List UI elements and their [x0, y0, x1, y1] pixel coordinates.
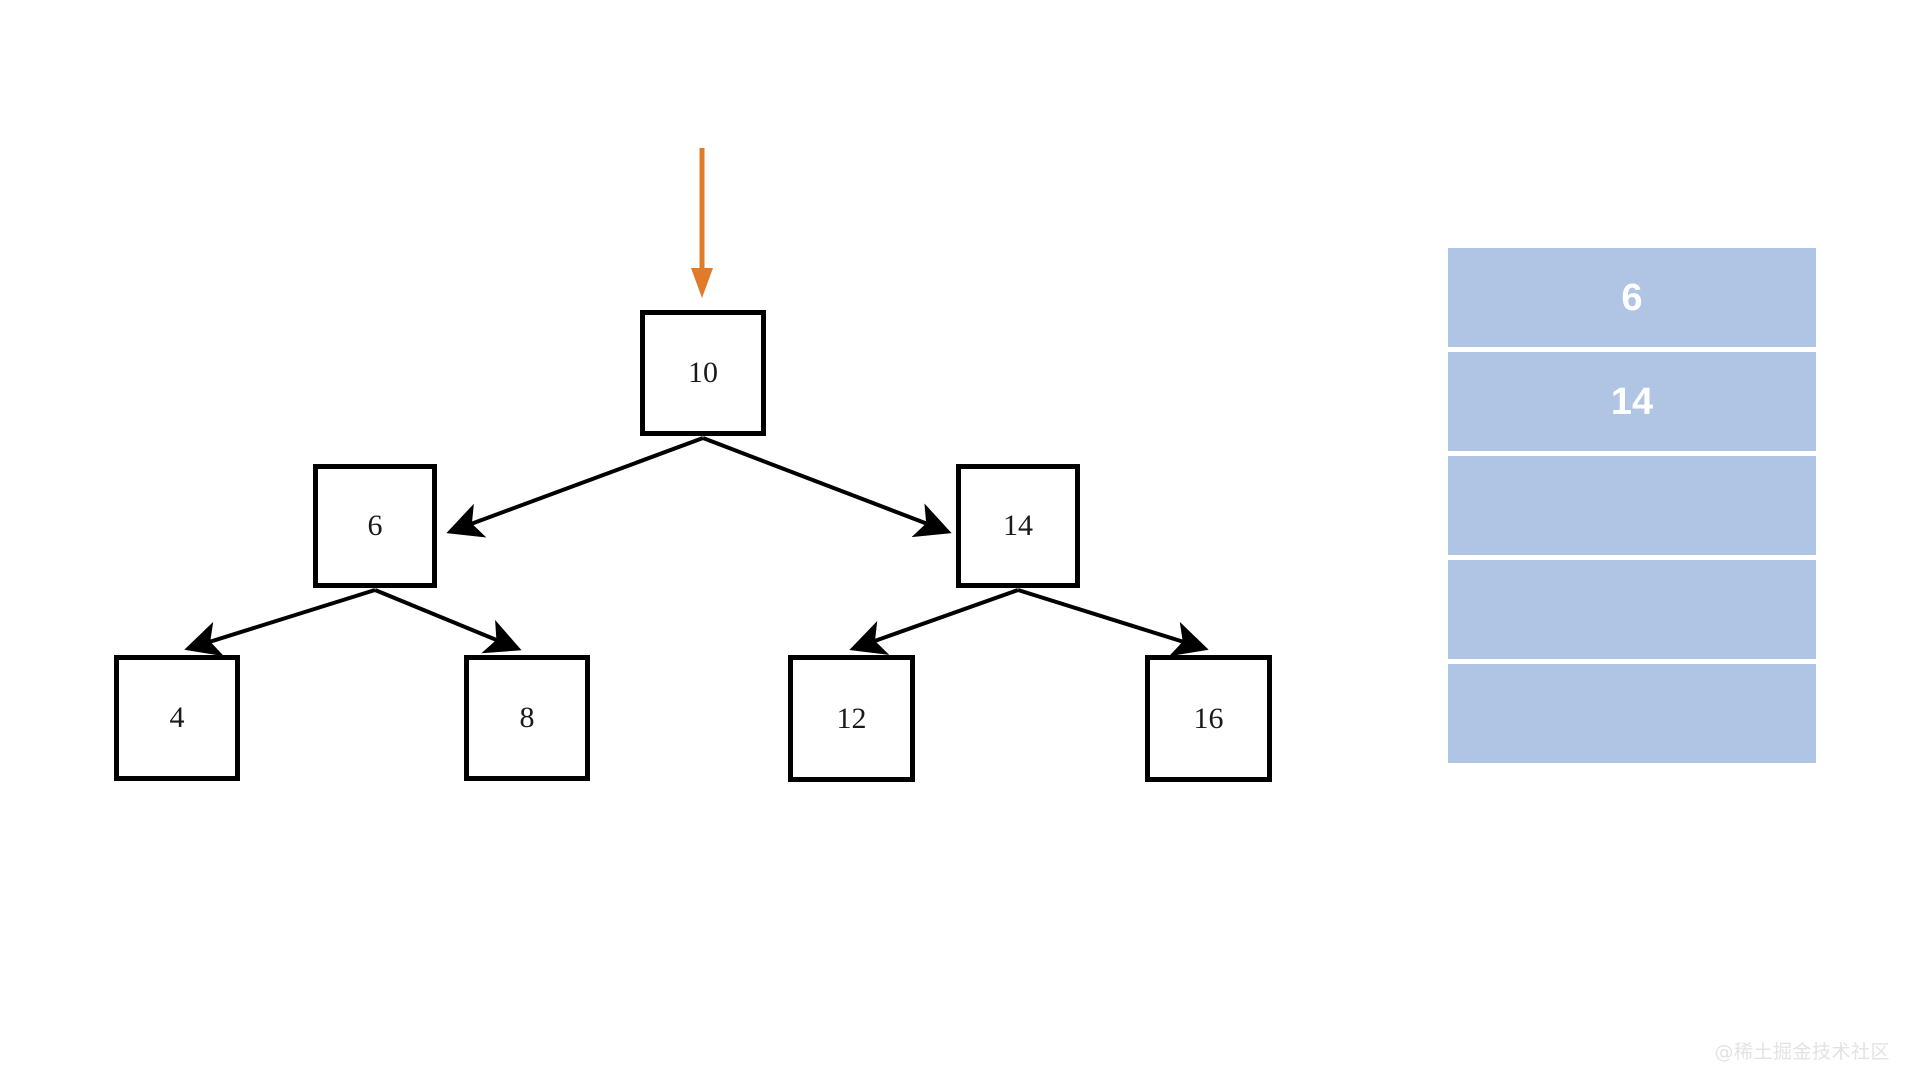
tree-node-4[interactable]: 4 [114, 655, 240, 781]
tree-node-10[interactable]: 10 [640, 310, 766, 436]
stack-cell-label: 6 [1621, 276, 1643, 319]
tree-edge-n10-to-n6 [446, 436, 704, 538]
entry-arrow-group [691, 148, 713, 298]
stack-cell-2[interactable] [1448, 456, 1816, 555]
tree-edge-n6-to-n8 [374, 588, 522, 654]
tree-edge-n14-to-n16 [1017, 588, 1209, 657]
tree-node-12[interactable]: 12 [788, 655, 915, 782]
tree-node-6[interactable]: 6 [313, 464, 437, 588]
tree-node-16[interactable]: 16 [1145, 655, 1272, 782]
stack-panel: 6 14 [1448, 248, 1816, 763]
watermark-label: @稀土掘金技术社区 [1714, 1041, 1890, 1063]
entry-arrow-head-icon [691, 268, 713, 298]
tree-node-8[interactable]: 8 [464, 655, 590, 781]
tree-node-label: 14 [1003, 509, 1033, 542]
tree-edge-n6-to-n4 [184, 588, 376, 657]
tree-node-label: 10 [688, 356, 718, 389]
tree-node-label: 16 [1193, 701, 1224, 735]
stack-cell-0[interactable]: 6 [1448, 248, 1816, 347]
stack-cell-3[interactable] [1448, 560, 1816, 659]
tree-edge-n14-to-n12 [849, 588, 1019, 655]
stack-cell-1[interactable]: 14 [1448, 352, 1816, 451]
stack-cell-4[interactable] [1448, 664, 1816, 763]
tree-node-14[interactable]: 14 [956, 464, 1080, 588]
tree-edge-n10-to-n14 [702, 436, 952, 538]
tree-node-label: 8 [519, 701, 535, 734]
tree-node-label: 4 [169, 701, 185, 734]
tree-node-label: 6 [367, 509, 383, 542]
stack-cell-label: 14 [1610, 380, 1654, 423]
tree-node-label: 12 [836, 701, 867, 735]
